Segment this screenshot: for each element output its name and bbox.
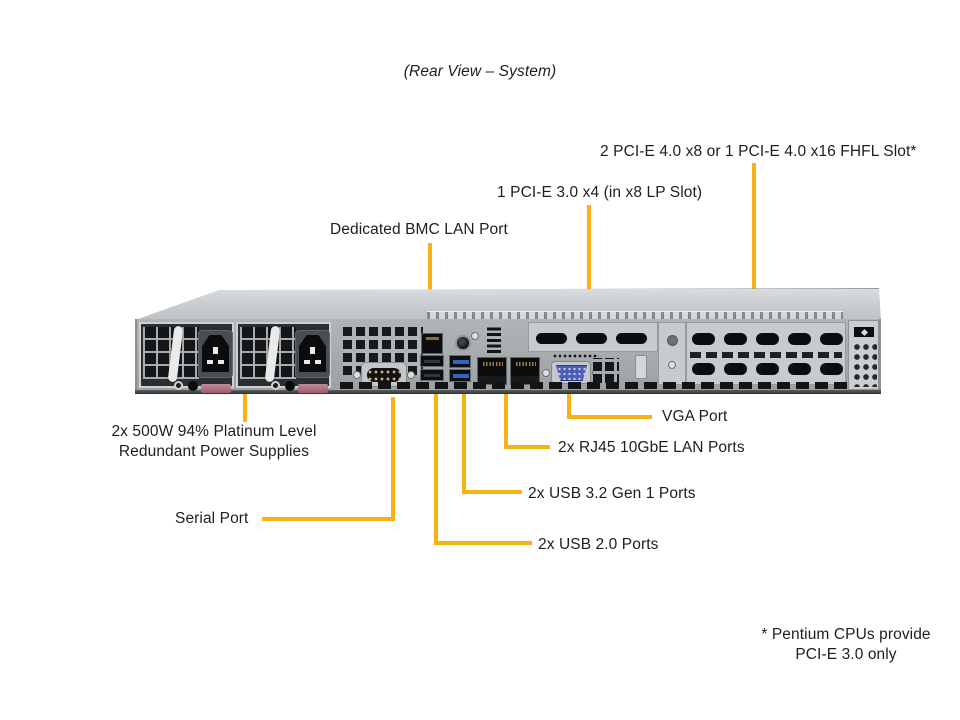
callout-line-lp — [587, 205, 591, 340]
psu-button — [188, 381, 198, 391]
callout-line-usb2-h — [434, 541, 532, 545]
rj45-lan-port-1 — [477, 357, 507, 385]
label-bmc-lan-port: Dedicated BMC LAN Port — [330, 221, 508, 238]
db9-connector — [367, 368, 401, 382]
usb2-port-2 — [420, 369, 444, 381]
rj45-lan-port-2 — [510, 357, 540, 385]
psu-module-1 — [139, 322, 234, 393]
fhfl-slot-cover-2 — [692, 363, 843, 375]
label-fhfl-slots: 2 PCI-E 4.0 x8 or 1 PCI-E 4.0 x16 FHFL S… — [600, 143, 917, 160]
vent-grille — [343, 325, 423, 375]
screw — [407, 371, 415, 379]
psu-module-2 — [236, 322, 331, 393]
vent-slots — [487, 327, 501, 353]
callout-line-usb3-v — [462, 385, 466, 494]
bracket-hole — [667, 335, 678, 346]
chassis-lid-serration — [427, 311, 843, 319]
chassis-bottom-edge — [135, 390, 881, 394]
fhfl-slots — [686, 322, 846, 385]
footnote-line2: PCI-E 3.0 only — [795, 646, 897, 663]
footnote-line1: * Pentium CPUs provide — [761, 626, 931, 643]
slot-vent — [536, 333, 567, 344]
label-serial-port: Serial Port — [175, 510, 249, 527]
c14-connector — [202, 335, 229, 372]
slot-vent — [576, 333, 607, 344]
usb3-port-2 — [449, 369, 471, 382]
psu-release-latch — [201, 384, 231, 393]
screw — [542, 369, 550, 377]
label-usb3-ports: 2x USB 3.2 Gen 1 Ports — [528, 485, 696, 502]
footnote: * Pentium CPUs provide PCI-E 3.0 only — [740, 625, 952, 665]
psu-status-led — [174, 381, 183, 390]
callout-line-psu — [243, 392, 247, 422]
callout-line-vga-v — [567, 387, 571, 419]
label-power-supplies-line1: 2x 500W 94% Platinum Level — [111, 423, 317, 440]
label-lp-slot: 1 PCI-E 3.0 x4 (in x8 LP Slot) — [497, 184, 703, 201]
screw — [668, 361, 676, 369]
round-port-hole — [455, 335, 471, 351]
callout-line-serial-v — [391, 397, 395, 521]
label-usb2-ports: 2x USB 2.0 Ports — [538, 536, 659, 553]
callout-line-rj45-h — [504, 445, 550, 449]
callout-line-rj45-v — [504, 387, 508, 449]
c14-connector — [299, 335, 326, 372]
usb3-port-1 — [449, 355, 471, 368]
vga-port — [542, 361, 600, 384]
bottom-vent-row — [340, 382, 848, 389]
label-vga-port: VGA Port — [662, 408, 728, 425]
slot-divider-bracket — [658, 322, 686, 385]
chassis-end-bracket — [848, 320, 879, 390]
power-inlet — [198, 330, 233, 378]
callout-line-fhfl — [752, 163, 756, 355]
callout-line-vga-h — [567, 415, 652, 419]
label-power-supplies-line2: Redundant Power Supplies — [118, 443, 310, 460]
psu-button — [285, 381, 295, 391]
punched-holes — [853, 343, 877, 387]
vent-dots — [553, 354, 599, 358]
bmc-lan-port — [421, 333, 443, 354]
psu-status-led — [271, 381, 280, 390]
callout-line-usb2-v — [434, 385, 438, 545]
vent-cluster — [593, 358, 619, 383]
fhfl-slot-cover-1 — [692, 333, 843, 345]
db15-connector — [556, 365, 587, 381]
low-profile-slot — [528, 322, 658, 352]
latch-hole — [854, 327, 874, 337]
server-chassis — [135, 288, 881, 394]
usb2-port-1 — [420, 355, 444, 367]
psu-release-latch — [298, 384, 328, 393]
callout-line-usb3-h — [462, 490, 522, 494]
diagram-title: (Rear View – System) — [403, 63, 557, 80]
label-power-supplies: 2x 500W 94% Platinum Level Redundant Pow… — [84, 422, 344, 462]
callout-line-serial-h — [262, 517, 395, 521]
rj45-contacts — [426, 337, 439, 340]
screw — [471, 332, 479, 340]
slot-dashed-vent — [690, 352, 842, 358]
label-lan-ports: 2x RJ45 10GbE LAN Ports — [558, 439, 745, 456]
screw — [353, 371, 361, 379]
power-inlet — [295, 330, 330, 378]
bracket-clip — [635, 355, 647, 379]
slot-vent — [616, 333, 647, 344]
